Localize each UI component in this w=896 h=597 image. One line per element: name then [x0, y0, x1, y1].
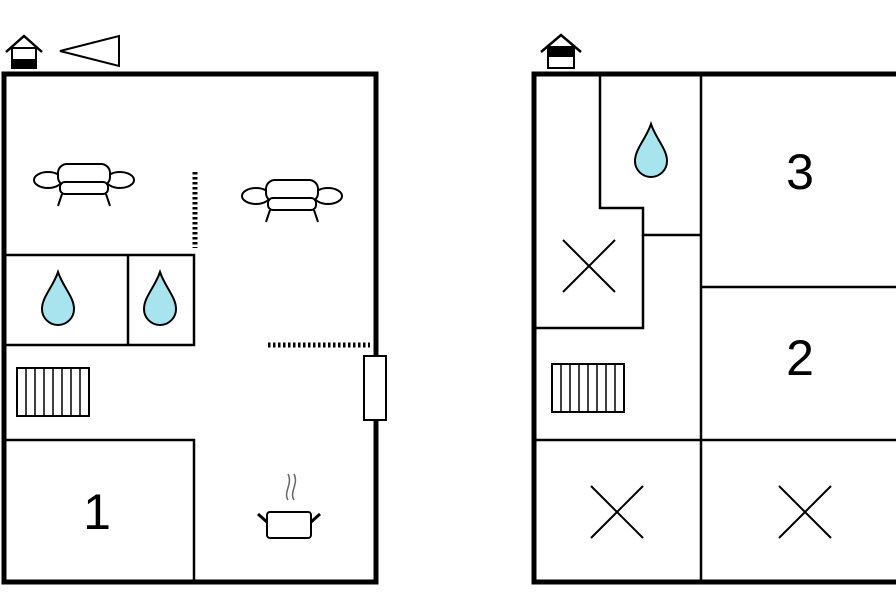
bathroom-wall	[598, 74, 701, 237]
ground-floor-plan: 1	[1, 34, 387, 585]
upper-floor-plan: 3 2	[531, 33, 896, 585]
outer-wall	[1, 71, 379, 585]
room-label: 3	[786, 144, 814, 200]
sofa-icon	[33, 163, 135, 207]
radiator-icon	[16, 367, 90, 417]
room-1-wall	[4, 438, 196, 582]
sofa-icon	[241, 179, 343, 223]
house-level-icon	[540, 33, 582, 69]
north-arrow-icon	[59, 34, 120, 68]
cooking-pot-icon	[257, 473, 321, 539]
cross-icon	[778, 485, 832, 539]
door-icon	[363, 355, 387, 421]
storage-wall	[534, 235, 645, 330]
water-drop-icon	[41, 271, 75, 326]
room-label: 2	[786, 330, 814, 386]
cross-icon	[590, 485, 644, 539]
radiator-icon	[551, 363, 625, 413]
house-level-icon	[5, 34, 43, 69]
cross-icon	[562, 239, 616, 293]
water-drop-icon	[143, 271, 177, 326]
water-drop-icon	[634, 123, 668, 178]
bathroom-wall	[2, 253, 196, 347]
room-label: 1	[83, 484, 111, 540]
